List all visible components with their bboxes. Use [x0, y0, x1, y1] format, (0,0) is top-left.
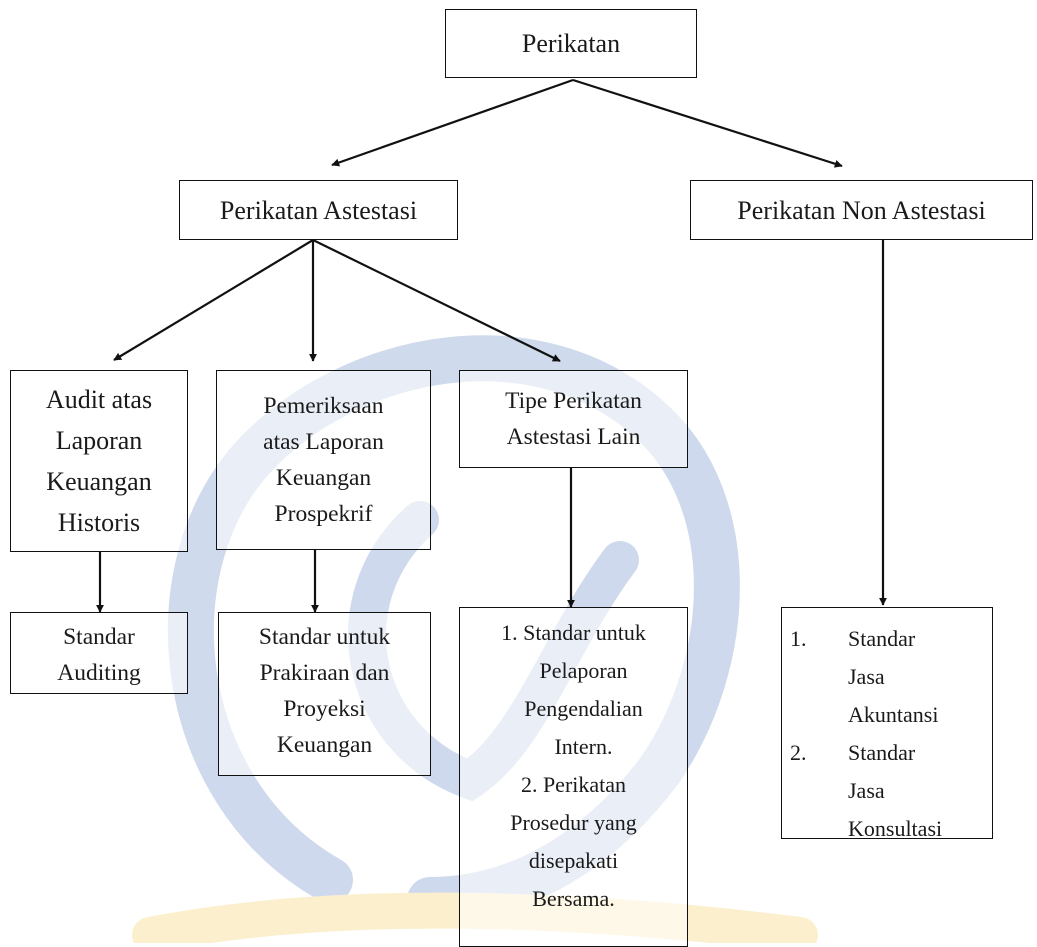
edge-root-nonattest	[572, 78, 843, 168]
list-text: Intern.	[554, 734, 613, 759]
list-item-first-line: 2. Perikatan	[510, 766, 636, 804]
node-audit-laporan-keuangan-historis: Audit atas Laporan Keuangan Historis	[10, 370, 188, 552]
edge-attest-other	[312, 239, 561, 362]
node-other-line-1: Tipe Perikatan	[505, 388, 642, 414]
list-text: Pelaporan	[539, 658, 628, 683]
node-std-forecast-line-3: Proyeksi	[283, 696, 366, 722]
node-pemeriksaan-laporan-prospektif: Pemeriksaan atas Laporan Keuangan Prospe…	[216, 370, 431, 550]
node-audit-line-4: Historis	[57, 508, 141, 537]
list-number: 1.	[501, 620, 518, 645]
list-text: disepakati	[528, 848, 619, 873]
list-text: Standar untuk	[523, 620, 646, 645]
list-text-group: Standar Jasa Konsultasi	[848, 734, 942, 848]
node-standar-auditing: Standar Auditing	[10, 612, 188, 694]
node-prospective-line-1: Pemeriksaan	[263, 393, 384, 419]
list-item: 1. Standar Jasa Akuntansi	[782, 620, 938, 734]
list-number: 2.	[790, 740, 807, 765]
list-text: Prosedur yang	[510, 810, 637, 835]
node-perikatan-astestasi: Perikatan Astestasi	[179, 180, 458, 240]
node-prospective-line-4: Prospekrif	[274, 501, 373, 527]
list-number: 2.	[520, 772, 538, 797]
list-text: Konsultasi	[848, 816, 943, 841]
list-item-first-line: 1. Standar untuk	[501, 614, 646, 652]
node-standar-tipe-lain: 1. Standar untuk Pelaporan Pengendalian …	[459, 607, 688, 947]
node-std-forecast-line-1: Standar untuk	[258, 624, 391, 650]
node-audit-line-2: Laporan	[55, 426, 143, 455]
node-std-forecast-line-4: Keuangan	[276, 732, 373, 758]
list-text-group: Standar Jasa Akuntansi	[848, 620, 938, 734]
node-perikatan-astestasi-label: Perikatan Astestasi	[219, 195, 418, 225]
node-tipe-perikatan-astestasi-lain: Tipe Perikatan Astestasi Lain	[459, 370, 688, 468]
list-number: 1.	[790, 626, 807, 651]
node-perikatan: Perikatan	[445, 9, 697, 78]
node-audit-line-3: Keuangan	[46, 467, 152, 496]
node-audit-line-1: Audit atas	[45, 385, 153, 414]
node-standar-prakiraan-proyeksi: Standar untuk Prakiraan dan Proyeksi Keu…	[218, 612, 431, 776]
node-perikatan-label: Perikatan	[521, 29, 621, 58]
node-other-line-2: Astestasi Lain	[506, 424, 641, 450]
edge-root-attest	[331, 78, 574, 167]
list-text: Jasa	[848, 778, 885, 803]
node-prospective-line-2: atas Laporan	[263, 429, 384, 455]
list-text: Akuntansi	[848, 702, 939, 727]
list-text: Pengendalian	[524, 696, 643, 721]
list-item: 1. Standar untuk Pelaporan Pengendalian …	[501, 614, 646, 766]
list-text: Bersama.	[532, 886, 615, 911]
node-perikatan-non-astestasi-label: Perikatan Non Astestasi	[737, 195, 986, 225]
node-prospective-line-3: Keuangan	[275, 465, 372, 491]
node-standar-non-astestasi: 1. Standar Jasa Akuntansi 2. Standar Jas…	[781, 607, 993, 841]
list-item: 2. Standar Jasa Konsultasi	[782, 734, 942, 848]
list-text: Standar	[848, 740, 916, 765]
list-item: 2. Perikatan Prosedur yang disepakati Be…	[510, 766, 636, 918]
list-text: Standar	[848, 626, 916, 651]
watermark-swoosh	[132, 892, 818, 943]
node-std-auditing-line-1: Standar	[63, 624, 135, 650]
node-std-auditing-line-2: Auditing	[57, 660, 141, 686]
list-text: Perikatan	[542, 772, 627, 797]
node-std-forecast-line-2: Prakiraan dan	[259, 660, 390, 686]
edge-attest-audit	[113, 239, 314, 361]
node-perikatan-non-astestasi: Perikatan Non Astestasi	[690, 180, 1033, 240]
list-text: Jasa	[848, 664, 885, 689]
